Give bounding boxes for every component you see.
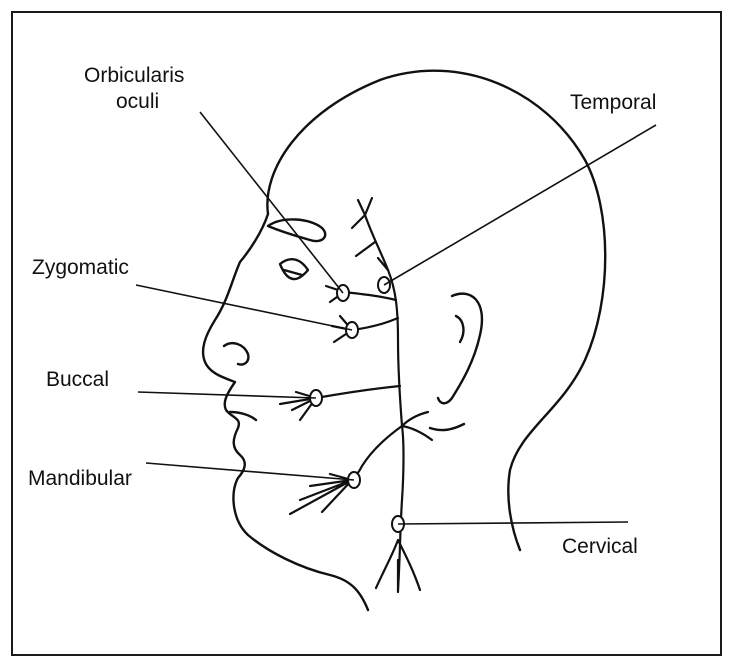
cervical-leader <box>398 522 628 524</box>
label-mandibular: Mandibular <box>28 467 132 490</box>
label-orbicularis-line1: Orbicularis <box>84 64 184 87</box>
label-zygomatic: Zygomatic <box>32 256 129 279</box>
temporal-leader <box>384 125 656 285</box>
label-cervical: Cervical <box>562 535 638 558</box>
mandibular-leader <box>146 463 354 480</box>
zygomatic-leader <box>136 285 352 330</box>
head-outline <box>203 71 605 610</box>
facial-nerve-tree <box>280 198 432 592</box>
label-orbicularis-line2: oculi <box>116 90 159 113</box>
label-buccal: Buccal <box>46 368 109 391</box>
label-temporal: Temporal <box>570 91 656 114</box>
nerve-nodes <box>310 277 404 532</box>
orbicularis-leader <box>200 112 343 293</box>
